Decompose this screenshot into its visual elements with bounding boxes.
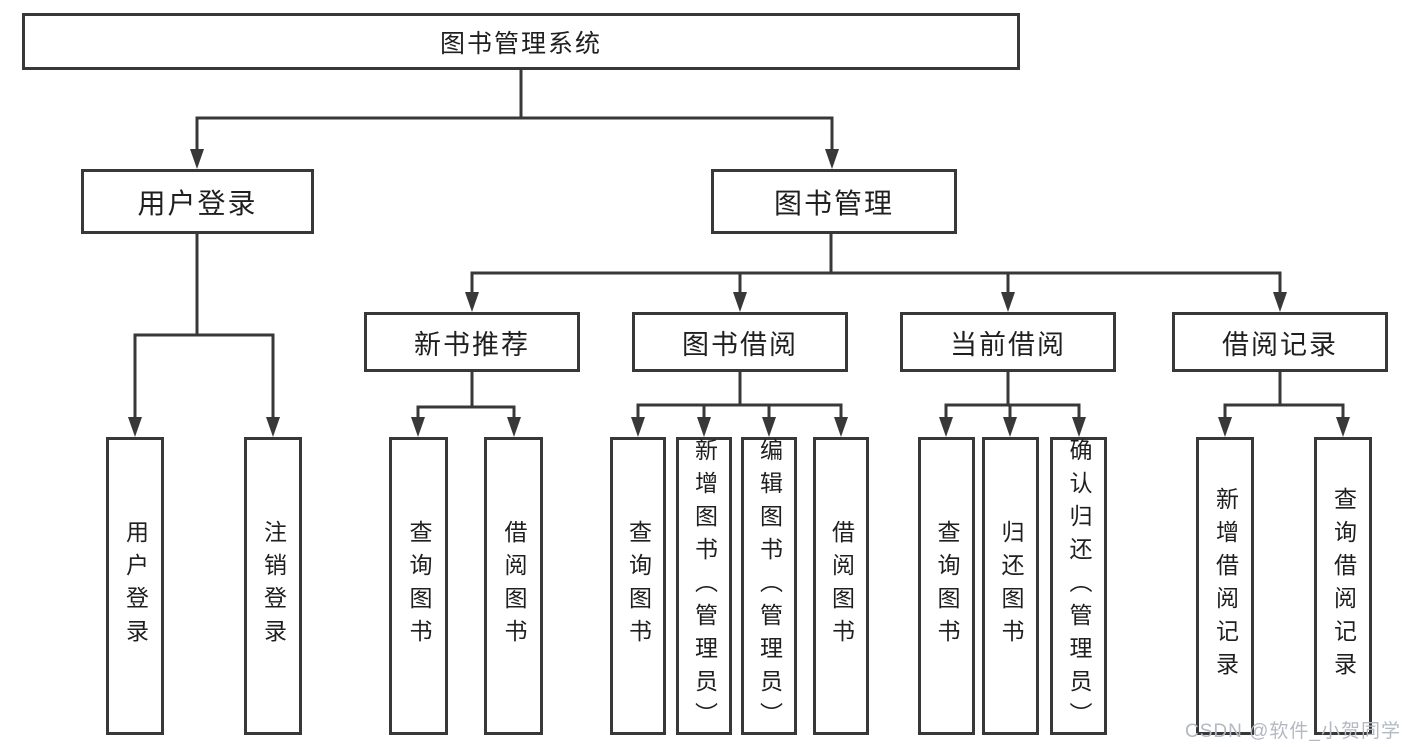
node-library-system: 图书管理系统 — [22, 13, 1020, 70]
leaf-query-books-recommend: 查询图书 — [389, 437, 448, 735]
node-book-borrowing: 图书借阅 — [632, 312, 848, 372]
leaf-logout: 注销登录 — [244, 437, 302, 735]
leaf-add-borrow-record: 新增借阅记录 — [1196, 437, 1254, 735]
leaf-edit-book-admin: 编辑图书（管理员） — [741, 437, 797, 735]
node-current-borrowing: 当前借阅 — [900, 312, 1116, 372]
leaf-confirm-return-admin: 确认归还（管理员） — [1050, 437, 1107, 735]
node-user-login: 用户登录 — [81, 169, 314, 234]
leaf-query-books-current: 查询图书 — [918, 437, 975, 735]
node-book-management: 图书管理 — [711, 169, 957, 234]
arrowheads — [128, 149, 1350, 437]
node-new-book-recommend: 新书推荐 — [364, 312, 580, 372]
leaf-user-login: 用户登录 — [106, 437, 164, 735]
csdn-watermark: CSDN @软件_小贺同学 — [1185, 721, 1401, 742]
leaf-query-borrow-record: 查询借阅记录 — [1314, 437, 1372, 735]
leaf-borrow-books-borrowing: 借阅图书 — [813, 437, 869, 735]
leaf-query-books-borrowing: 查询图书 — [610, 437, 666, 735]
leaf-return-books: 归还图书 — [982, 437, 1039, 735]
leaf-borrow-books-recommend: 借阅图书 — [484, 437, 543, 735]
node-borrow-records: 借阅记录 — [1172, 312, 1388, 372]
leaf-add-book-admin: 新增图书（管理员） — [676, 437, 732, 735]
